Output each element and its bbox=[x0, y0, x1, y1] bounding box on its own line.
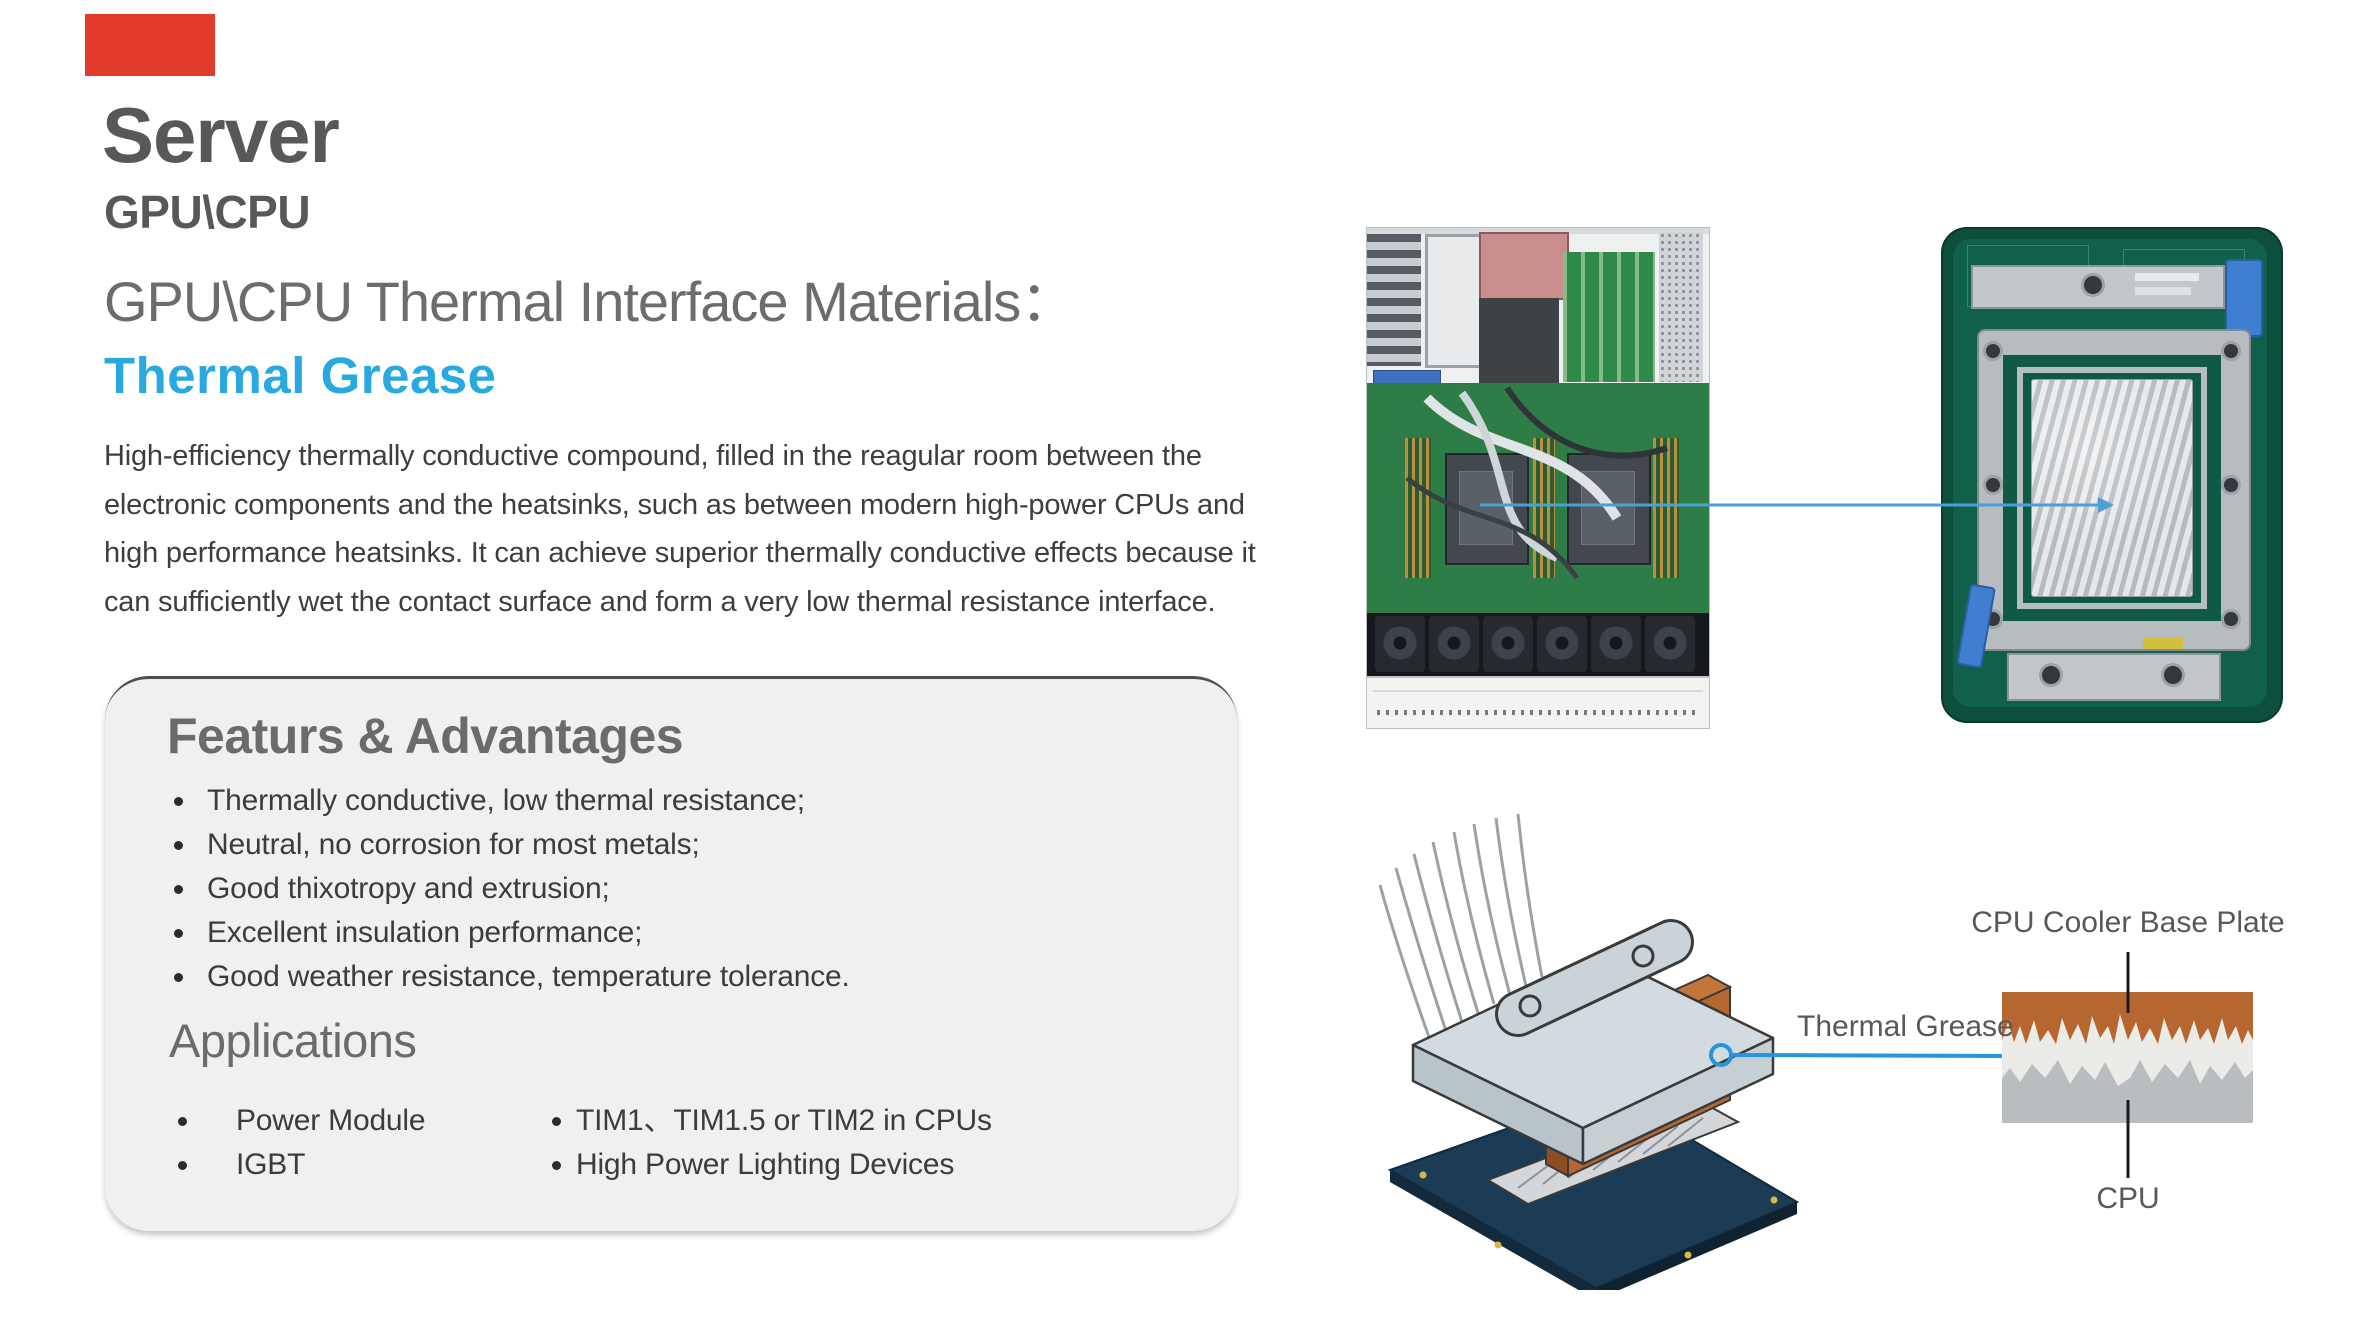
applications-title: Applications bbox=[169, 1014, 417, 1067]
application-text: Power Module bbox=[236, 1104, 426, 1137]
feature-item: Excellent insulation performance; bbox=[174, 911, 850, 955]
fan bbox=[1591, 616, 1641, 672]
feature-text: Neutral, no corrosion for most metals; bbox=[207, 828, 700, 861]
application-item: High Power Lighting Devices bbox=[552, 1143, 992, 1187]
label-thermal-grease: Thermal Grease bbox=[1797, 1010, 2014, 1043]
fan bbox=[1375, 616, 1425, 672]
fan bbox=[1429, 616, 1479, 672]
application-item: IGBT bbox=[178, 1143, 425, 1187]
features-box: Featurs & Advantages Thermally conductiv… bbox=[105, 676, 1237, 1231]
cpu-grease-photo bbox=[1941, 227, 2283, 723]
drive-bay bbox=[1425, 234, 1483, 368]
panel-line bbox=[1373, 690, 1703, 692]
features-list: Thermally conductive, low thermal resist… bbox=[174, 779, 850, 999]
pcb-card bbox=[1563, 252, 1655, 382]
applications-list-left: Power Module IGBT bbox=[178, 1099, 426, 1187]
front-panel bbox=[1367, 676, 1709, 728]
bracket-strap bbox=[1495, 919, 1694, 1037]
blue-clip bbox=[2225, 259, 2263, 337]
ram-bank bbox=[1653, 438, 1679, 578]
screw-icon bbox=[1983, 341, 2003, 361]
panel-slot bbox=[1377, 710, 1697, 715]
corner-tag bbox=[85, 14, 215, 76]
screw-icon bbox=[2081, 273, 2105, 297]
features-title: Featurs & Advantages bbox=[167, 708, 684, 764]
page-subtitle: GPU\CPU bbox=[104, 186, 311, 238]
pcb-base bbox=[1387, 1090, 1800, 1290]
cable-hoses bbox=[1405, 386, 1668, 580]
bullet-icon bbox=[174, 928, 183, 938]
feature-text: Good thixotropy and extrusion; bbox=[207, 872, 610, 905]
label-cpu: CPU bbox=[2096, 1182, 2160, 1215]
bullet-icon bbox=[174, 884, 183, 894]
riser-card bbox=[1479, 232, 1569, 300]
bullet-icon bbox=[552, 1160, 561, 1170]
yellow-sticker bbox=[2143, 637, 2183, 649]
feature-text: Thermally conductive, low thermal resist… bbox=[207, 784, 805, 817]
cooler-illustration bbox=[1378, 813, 1800, 1290]
applications-list-right: TIM1、TIM1.5 or TIM2 in CPUs High Power L… bbox=[552, 1099, 992, 1187]
chassis-rail bbox=[1367, 228, 1709, 234]
screw-icon bbox=[2161, 663, 2185, 687]
power-supply-module bbox=[1367, 234, 1421, 366]
feature-item: Good weather resistance, temperature tol… bbox=[174, 955, 850, 999]
grease-layer bbox=[2002, 1014, 2253, 1086]
application-text: IGBT bbox=[236, 1148, 306, 1181]
bullet-icon bbox=[174, 972, 183, 982]
screw-icon bbox=[2039, 663, 2063, 687]
bullet-icon bbox=[174, 796, 183, 806]
page-title: Server bbox=[102, 91, 340, 179]
screw-icon bbox=[2221, 609, 2241, 629]
feature-item: Neutral, no corrosion for most metals; bbox=[174, 823, 850, 867]
fan bbox=[1483, 616, 1533, 672]
bullet-icon bbox=[174, 840, 183, 850]
retention-bracket-bottom bbox=[2007, 653, 2221, 701]
fan-row bbox=[1367, 613, 1709, 676]
application-text: High Power Lighting Devices bbox=[576, 1148, 955, 1181]
application-text: TIM1、TIM1.5 or TIM2 in CPUs bbox=[576, 1104, 992, 1137]
cross-section bbox=[2002, 992, 2253, 1123]
ram-bank bbox=[1405, 438, 1431, 578]
bracket-label bbox=[2135, 273, 2199, 281]
bullet-icon bbox=[178, 1116, 187, 1126]
product-description: High-efficiency thermally conductive com… bbox=[104, 440, 1256, 618]
bullet-icon bbox=[178, 1160, 187, 1170]
screw-icon bbox=[1983, 475, 2003, 495]
feature-item: Good thixotropy and extrusion; bbox=[174, 867, 850, 911]
heatsink-module bbox=[1479, 298, 1559, 398]
feature-text: Good weather resistance, temperature tol… bbox=[207, 960, 850, 993]
section-heading: GPU\CPU Thermal Interface Materials： bbox=[104, 270, 1076, 333]
socket-inner-frame bbox=[2017, 367, 2207, 609]
screw-icon bbox=[2221, 341, 2241, 361]
application-item: TIM1、TIM1.5 or TIM2 in CPUs bbox=[552, 1099, 992, 1143]
label-base-plate: CPU Cooler Base Plate bbox=[1971, 906, 2285, 939]
product-name: Thermal Grease bbox=[104, 347, 497, 404]
fan bbox=[1645, 616, 1695, 672]
screw-icon bbox=[2221, 475, 2241, 495]
thermal-grease-surface bbox=[2031, 379, 2193, 597]
fan bbox=[1537, 616, 1587, 672]
vent-mesh bbox=[1659, 232, 1703, 382]
cooler-base-plate bbox=[1411, 953, 1775, 1166]
bracket-label bbox=[2135, 287, 2191, 295]
bullet-icon bbox=[552, 1116, 561, 1126]
heat-pipes bbox=[1378, 813, 1544, 1041]
server-interior-photo bbox=[1366, 227, 1710, 729]
application-item: Power Module bbox=[178, 1099, 426, 1143]
feature-text: Excellent insulation performance; bbox=[207, 916, 643, 949]
feature-item: Thermally conductive, low thermal resist… bbox=[174, 779, 850, 823]
